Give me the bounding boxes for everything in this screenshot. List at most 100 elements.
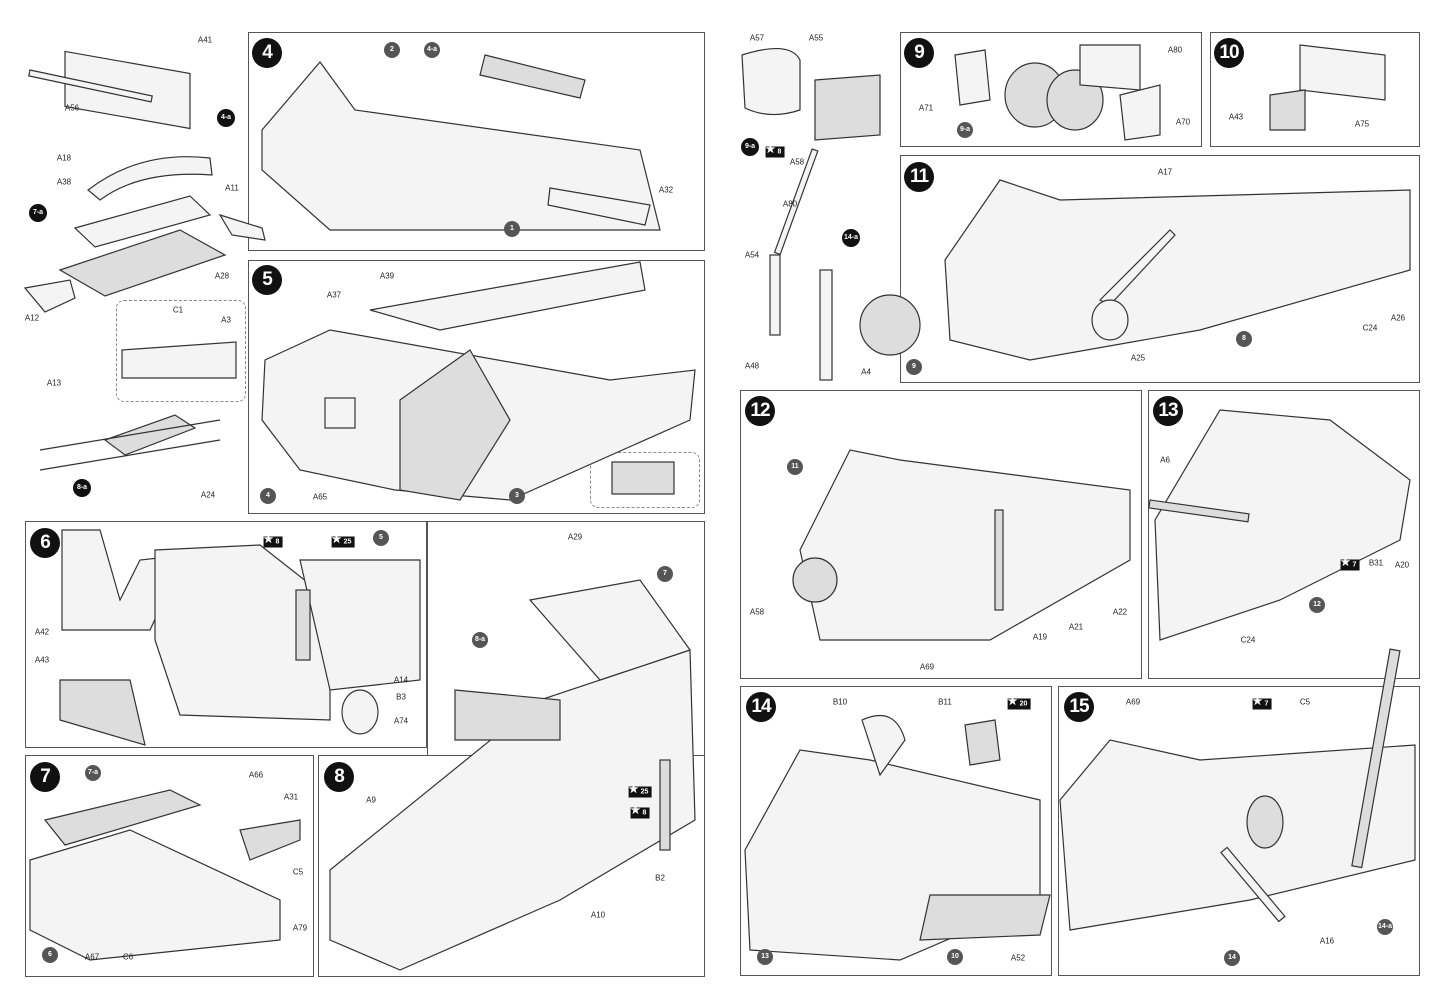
reference-badge: 13: [757, 949, 773, 965]
part-label: A58: [749, 607, 765, 617]
step-14-panel: [740, 686, 1052, 976]
step-number-15: 15: [1064, 692, 1094, 722]
part-label: C5: [292, 867, 304, 877]
detail-inset-a3: [116, 300, 246, 402]
part-label: C1: [172, 305, 184, 315]
step-number-8: 8: [324, 762, 354, 792]
subassembly-badge: 4-a: [217, 109, 235, 127]
part-label: A38: [56, 177, 72, 187]
step-6-panel: [25, 521, 427, 748]
reference-badge: 14: [1224, 950, 1240, 966]
star-badge: 8: [263, 535, 283, 548]
part-label: A28: [214, 271, 230, 281]
part-label: C24: [1240, 635, 1256, 645]
step-number-14: 14: [746, 692, 776, 722]
step-number-13: 13: [1153, 396, 1183, 426]
step-15-panel: [1058, 686, 1420, 976]
reference-badge: 8-a: [472, 632, 488, 648]
step-9-panel: [900, 32, 1202, 147]
reference-badge: 3: [509, 488, 525, 504]
part-label: A75: [1354, 119, 1370, 129]
star-badge: 20: [1007, 697, 1031, 710]
part-label: A18: [56, 153, 72, 163]
step-11-panel: [900, 155, 1420, 383]
reference-badge: 6: [42, 947, 58, 963]
part-label: A37: [326, 290, 342, 300]
part-label: C5: [1299, 697, 1311, 707]
part-label: A31: [283, 792, 299, 802]
part-label: A43: [1228, 112, 1244, 122]
step-4-panel: [248, 32, 705, 251]
part-label: C6: [122, 952, 134, 962]
detail-inset-a65: [590, 452, 700, 508]
step-number-11: 11: [904, 162, 934, 192]
part-label: A21: [1068, 622, 1084, 632]
reference-badge: 9: [906, 359, 922, 375]
part-label: A58: [789, 157, 805, 167]
reference-badge: 9-a: [957, 122, 973, 138]
part-label: A56: [64, 103, 80, 113]
part-label: A42: [34, 627, 50, 637]
part-label: A69: [919, 662, 935, 672]
part-label: A80: [782, 199, 798, 209]
step-number-9: 9: [904, 38, 934, 68]
subassembly-badge: 14-a: [842, 229, 860, 247]
step-number-6: 6: [30, 528, 60, 558]
part-label: A41: [197, 35, 213, 45]
subassembly-badge: 9-a: [741, 138, 759, 156]
reference-badge: 10: [947, 949, 963, 965]
subassembly-badge: 8-a: [73, 479, 91, 497]
part-label: A79: [292, 923, 308, 933]
part-label: A6: [1160, 455, 1170, 465]
part-label: A3: [221, 315, 231, 325]
part-label: B10: [832, 697, 848, 707]
part-label: A71: [918, 103, 934, 113]
part-label: A14: [393, 675, 409, 685]
subassembly-badge: 7-a: [29, 204, 47, 222]
part-label: A24: [200, 490, 216, 500]
step-number-10: 10: [1214, 38, 1244, 68]
reference-badge: 7-a: [85, 765, 101, 781]
star-badge: 7: [1340, 558, 1360, 571]
part-label: B3: [396, 692, 406, 702]
part-label: A32: [658, 185, 674, 195]
part-label: A29: [567, 532, 583, 542]
step-number-5: 5: [252, 265, 282, 295]
part-label: A39: [379, 271, 395, 281]
part-label: A55: [808, 33, 824, 43]
part-label: A43: [34, 655, 50, 665]
reference-badge: 7: [657, 566, 673, 582]
part-label: A74: [393, 716, 409, 726]
part-label: B31: [1368, 558, 1384, 568]
part-label: A52: [1010, 953, 1026, 963]
reference-badge: 5: [373, 530, 389, 546]
part-label: B11: [938, 697, 952, 707]
star-badge: 7: [1252, 697, 1272, 710]
step-7-panel: [25, 755, 314, 977]
part-label: A11: [225, 183, 239, 193]
part-label: A4: [861, 367, 871, 377]
step-number-7: 7: [30, 762, 60, 792]
part-label: A69: [1125, 697, 1141, 707]
part-label: A19: [1032, 632, 1048, 642]
star-badge: 25: [628, 785, 652, 798]
reference-badge: 8: [1236, 331, 1252, 347]
part-label: A66: [248, 770, 264, 780]
part-label: A13: [46, 378, 62, 388]
part-label: A10: [590, 910, 606, 920]
part-label: A48: [744, 361, 760, 371]
step-number-4: 4: [252, 38, 282, 68]
reference-badge: 1: [504, 221, 520, 237]
part-label: C24: [1362, 323, 1378, 333]
reference-badge: 4: [260, 488, 276, 504]
part-label: A57: [749, 33, 765, 43]
reference-badge: 11: [787, 459, 803, 475]
part-label: A65: [312, 492, 328, 502]
part-label: A22: [1112, 607, 1128, 617]
reference-badge: 2: [384, 42, 400, 58]
star-badge: 25: [331, 535, 355, 548]
part-label: A54: [744, 250, 760, 260]
part-label: A26: [1390, 313, 1406, 323]
part-label: A12: [24, 313, 40, 323]
part-label: A80: [1167, 45, 1183, 55]
